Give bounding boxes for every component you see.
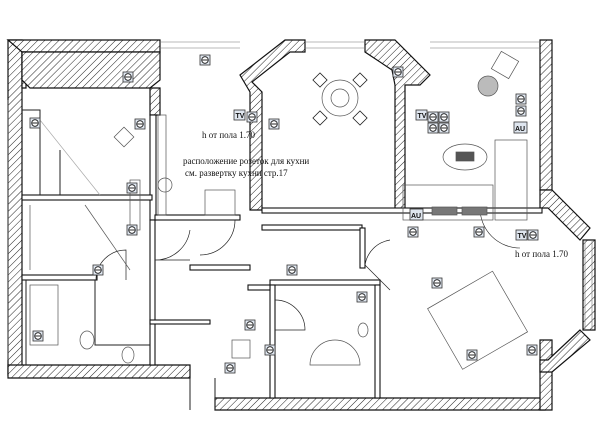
furniture xyxy=(29,50,529,370)
kitchen-note-line1: расположение розеток для кухни xyxy=(183,156,309,166)
doors xyxy=(95,207,521,410)
svg-text:AU: AU xyxy=(411,213,421,220)
tv-socket-kitchen: TV xyxy=(233,109,246,121)
svg-text:AU: AU xyxy=(515,126,525,133)
svg-text:TV: TV xyxy=(236,113,245,120)
tv-socket-bedroom: TV xyxy=(515,229,528,241)
au-socket-bottom: AU xyxy=(409,208,424,221)
windows xyxy=(7,41,593,360)
height-note-kitchen: h от пола 1.70 xyxy=(202,130,255,140)
au-socket-right: AU xyxy=(513,121,528,134)
interior-walls xyxy=(21,109,543,399)
exterior-walls xyxy=(6,39,596,411)
height-note-bedroom: h от пола 1.70 xyxy=(515,249,568,259)
svg-text:TV: TV xyxy=(418,113,427,120)
kitchen-note-line2: см. развертку кухни стр.17 xyxy=(185,168,288,178)
svg-text:TV: TV xyxy=(518,233,527,240)
tv-socket-living: TV xyxy=(415,109,428,121)
